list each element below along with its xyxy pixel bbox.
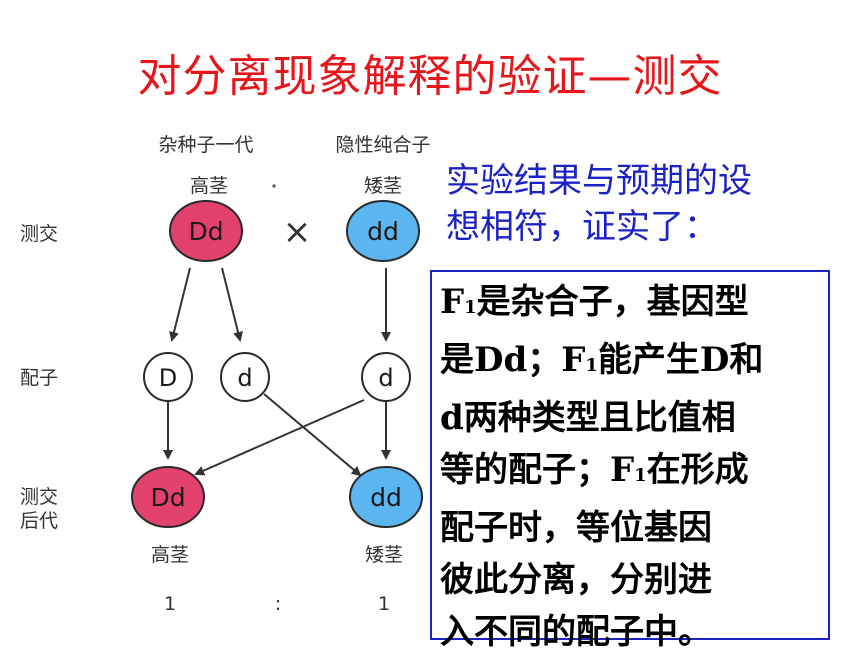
parent-left-label: 杂种子一代 <box>158 134 253 156</box>
row-label-offspring-2: 后代 <box>20 510 58 532</box>
parent-left-genotype: Dd <box>188 217 223 246</box>
ratio-colon: : <box>275 593 281 615</box>
explanation-box: F1是杂合子，基因型 是Dd；F1能产生D和 d两种类型且比值相 等的配子；F1… <box>430 270 830 652</box>
explanation-line-5: 配子时，等位基因 <box>440 508 712 548</box>
explanation-f-1: F <box>440 282 465 322</box>
arrow-gamete-2-to-offspring-right <box>263 393 362 477</box>
explanation-line-4-rest: 在形成 <box>646 450 749 490</box>
explanation-sub-4: 1 <box>634 465 647 486</box>
explanation-line-2-start: 是Dd；F <box>440 340 586 380</box>
arrow-parent-to-gamete-2 <box>221 267 243 342</box>
ratio-left: 1 <box>164 593 176 615</box>
explanation-sub-2: 1 <box>585 355 598 376</box>
explanation-line-2-rest: 能产生D和 <box>597 340 764 380</box>
conclusion-line-2: 想相符，证实了： <box>446 207 718 247</box>
parent-left-ellipse <box>169 200 243 262</box>
page-title: 对分离现象解释的验证—测交 <box>137 51 723 102</box>
gamete-3-circle <box>361 352 411 402</box>
parent-right-label: 隐性纯合子 <box>335 134 430 156</box>
parent-left-phenotype: 高茎 <box>190 175 228 197</box>
explanation-line-3: d两种类型且比值相 <box>440 398 736 438</box>
explanation-line-4-start: 等的配子；F <box>440 450 635 490</box>
explanation-sub-1: 1 <box>464 297 477 318</box>
explanation-line-4: 等的配子；F1在形成 <box>440 444 820 502</box>
parent-right-phenotype: 矮茎 <box>364 175 402 197</box>
arrow-parent-to-gamete-1 <box>169 267 191 342</box>
offspring-right-genotype: dd <box>370 483 402 512</box>
explanation-line-1: F1是杂合子，基因型 <box>440 276 820 334</box>
ratio-right: 1 <box>378 593 390 615</box>
conclusion-line-1: 实验结果与预期的设 <box>446 161 752 201</box>
explanation-line-6: 彼此分离，分别进 <box>440 560 712 600</box>
explanation-line-7: 入不同的配子中。 <box>440 612 712 652</box>
arrow-gamete-3-to-offspring-left <box>194 399 365 476</box>
row-label-gametes: 配子 <box>20 367 58 389</box>
row-label-testcross: 测交 <box>20 223 58 245</box>
gamete-3-label: d <box>378 364 393 392</box>
offspring-left-ellipse <box>131 466 205 528</box>
offspring-left-phenotype: 高茎 <box>151 544 189 566</box>
explanation-line-2: 是Dd；F1能产生D和 <box>440 334 820 392</box>
parent-right-ellipse <box>346 200 420 262</box>
dot-mark <box>272 184 276 188</box>
gamete-2-circle <box>220 352 270 402</box>
offspring-left-genotype: Dd <box>150 483 185 512</box>
row-label-offspring-1: 测交 <box>20 486 58 508</box>
offspring-right-ellipse <box>349 466 423 528</box>
gamete-2-label: d <box>237 364 252 392</box>
explanation-line-1-rest: 是杂合子，基因型 <box>476 282 749 322</box>
cross-symbol: × <box>283 212 312 252</box>
explanation-text: F1是杂合子，基因型 是Dd；F1能产生D和 d两种类型且比值相 等的配子；F1… <box>440 276 820 658</box>
offspring-right-phenotype: 矮茎 <box>365 544 403 566</box>
parent-right-genotype: dd <box>367 217 399 246</box>
gamete-1-circle <box>143 352 193 402</box>
gamete-1-label: D <box>159 364 177 392</box>
conclusion-text: 实验结果与预期的设 想相符，证实了： <box>446 158 846 250</box>
